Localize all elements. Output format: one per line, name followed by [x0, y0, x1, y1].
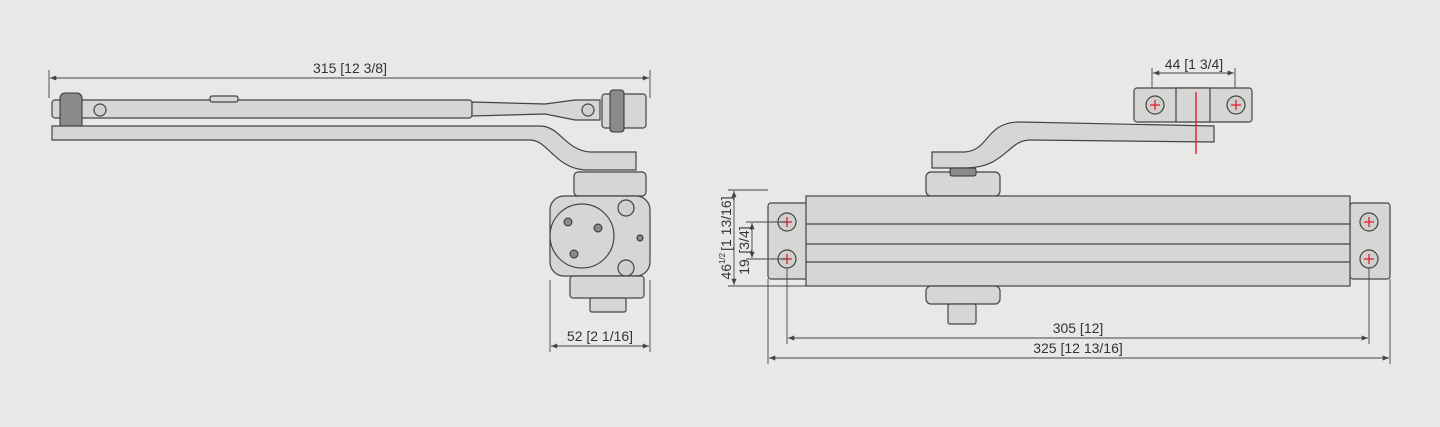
bottom-spindle: [947, 303, 977, 325]
arm-shoe-center: [1175, 87, 1211, 123]
arm-elbow: [471, 99, 601, 121]
plate-screw-2: [593, 223, 603, 233]
top-spindle: [949, 167, 977, 177]
arm-bracket-pin: [609, 89, 625, 133]
closer-body: [805, 195, 1351, 287]
height-overall-label: 461/2[1 13/16]: [718, 196, 734, 279]
closer-bottom-block: [569, 275, 645, 299]
side-view: 315 [12 3/8] 52 [2 1/16]: [48, 60, 651, 352]
front-view: 44 [1 3/4]: [718, 56, 1391, 364]
height-holes-imperial-label: [3/4]: [736, 226, 752, 253]
bracket-label: 44 [1 3/4]: [1165, 56, 1223, 72]
body-length-label: 325 [12 13/16]: [1033, 340, 1123, 356]
plate-screw-3: [569, 249, 579, 259]
adjust-valve-s: [617, 199, 635, 217]
arm-length-label: 315 [12 3/8]: [313, 60, 387, 76]
closer-top-block: [573, 171, 647, 197]
closer-end-plate: [549, 203, 615, 269]
upper-arm: [51, 99, 473, 119]
depth-label: 52 [2 1/16]: [567, 328, 633, 344]
indicator-dot: [636, 234, 644, 242]
bottom-spindle-housing: [925, 285, 1001, 305]
front-arm: [931, 121, 1215, 169]
lower-arm: [51, 125, 637, 171]
adjust-valve-l: [617, 259, 635, 277]
closer-pinion: [589, 297, 627, 313]
arm-pivot-right: [581, 103, 595, 117]
shoe-hole-crosshairs: [1150, 100, 1241, 110]
arm-pivot-left: [93, 103, 107, 117]
hole-spacing-label: 305 [12]: [1053, 320, 1104, 336]
height-holes-label: 19: [736, 259, 752, 275]
plate-screw-1: [563, 217, 573, 227]
arm-clip: [209, 95, 239, 103]
